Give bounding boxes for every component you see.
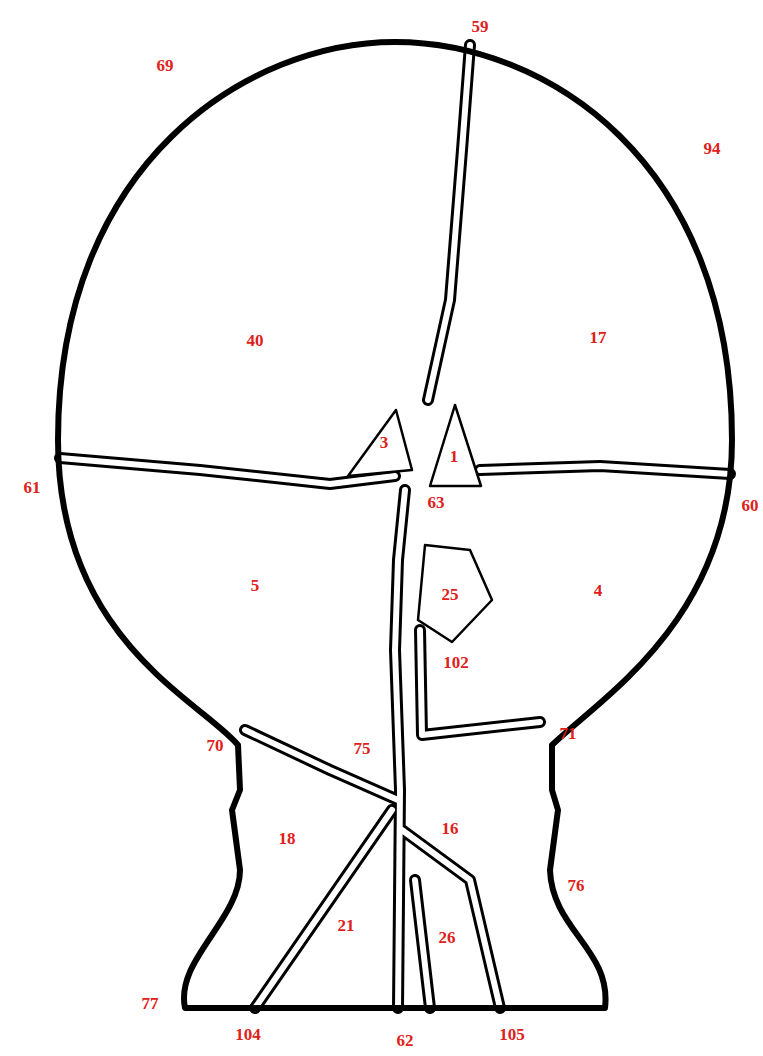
callout-number: 1: [450, 448, 459, 465]
callout-number: 59: [472, 18, 489, 35]
callout-number: 40: [247, 332, 264, 349]
callout-number: 69: [157, 57, 174, 74]
callout-number: 71: [560, 725, 577, 742]
callout-number: 3: [380, 434, 389, 451]
callout-number: 25: [442, 586, 459, 603]
callout-number: 105: [499, 1026, 525, 1043]
callout-number: 77: [142, 995, 159, 1012]
callout-number: 63: [428, 494, 445, 511]
callout-number: 104: [235, 1026, 261, 1043]
callout-number: 18: [279, 830, 296, 847]
callout-number: 17: [590, 329, 607, 346]
callout-number: 75: [354, 740, 371, 757]
callout-number: 5: [251, 577, 260, 594]
callout-number: 16: [442, 820, 459, 837]
callout-number: 62: [397, 1032, 414, 1049]
callout-number: 26: [439, 929, 456, 946]
callout-number: 76: [568, 877, 585, 894]
callout-number: 94: [704, 140, 721, 157]
callout-number: 4: [594, 582, 603, 599]
callout-number: 70: [207, 737, 224, 754]
callout-number: 60: [742, 497, 759, 514]
callout-number: 21: [338, 917, 355, 934]
callout-number: 61: [24, 479, 41, 496]
callout-number: 102: [443, 654, 469, 671]
